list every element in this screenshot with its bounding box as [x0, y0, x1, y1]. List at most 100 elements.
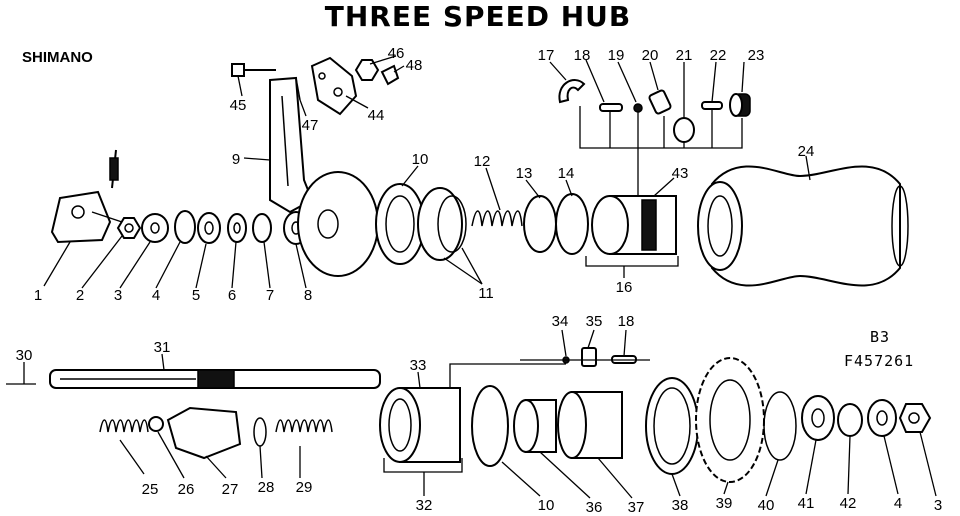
- part-ball-19: [633, 103, 643, 113]
- part-bell-crank: [50, 149, 123, 244]
- callout-label: 37: [628, 499, 645, 516]
- callout-label: 1: [34, 287, 42, 304]
- diagram-title: THREE SPEED HUB: [325, 0, 632, 33]
- part-driver-37: [557, 391, 623, 459]
- part-key-20: [648, 89, 672, 115]
- callout-label: 20: [642, 47, 659, 64]
- callout-label: 9: [232, 151, 240, 168]
- part-washer-42: [837, 403, 863, 437]
- callout-label: 25: [142, 481, 159, 498]
- part-cone-4: [174, 210, 196, 244]
- callout-label: 36: [586, 499, 603, 516]
- callout-label: 39: [716, 495, 733, 512]
- callout-label: 13: [516, 165, 533, 182]
- callout-label: 48: [406, 57, 423, 74]
- callout-label: 2: [76, 287, 84, 304]
- part-nut-46: [354, 59, 380, 81]
- part-clutch-27: [166, 406, 242, 460]
- brand-label: SHIMANO: [22, 49, 93, 66]
- part-snap-ring-40: [763, 391, 797, 461]
- callout-label: 33: [410, 357, 427, 374]
- callout-label: 45: [230, 97, 247, 114]
- callout-label: 3: [934, 497, 942, 514]
- callout-label: 19: [608, 47, 625, 64]
- callout-label: 38: [672, 497, 689, 514]
- callout-label: 16: [616, 279, 633, 296]
- part-spring-25: [99, 419, 149, 433]
- callout-labels: 1 2 3 4 5 6 7 8 9 10 11 12 13 14 16 17 1…: [16, 45, 943, 516]
- part-washer-6: [227, 213, 247, 243]
- callout-label: 32: [416, 497, 433, 514]
- callout-label: 10: [538, 497, 555, 514]
- callout-label: 29: [296, 479, 313, 496]
- callout-label: 23: [748, 47, 765, 64]
- callout-label: 5: [192, 287, 200, 304]
- callout-label: 27: [222, 481, 239, 498]
- part-number: F457261: [844, 352, 914, 370]
- part-shift-arm: [269, 76, 379, 277]
- callout-label: 41: [798, 495, 815, 512]
- part-clip-17: [558, 79, 586, 104]
- leader-lines: [23, 55, 937, 499]
- model-code: B3: [870, 328, 890, 346]
- callout-label: 10: [412, 151, 429, 168]
- part-clip-48: [380, 64, 400, 86]
- part-cage-13: [523, 195, 557, 253]
- part-sprocket-39: [695, 357, 765, 483]
- part-nut-lower-3: [898, 403, 932, 433]
- callout-label: 8: [304, 287, 312, 304]
- part-cone-41: [801, 395, 835, 441]
- callout-label: 47: [302, 117, 319, 134]
- part-pin-47: [295, 77, 301, 101]
- callout-label: 44: [368, 107, 385, 124]
- callout-label: 11: [478, 285, 494, 302]
- callout-label: 4: [894, 495, 902, 512]
- part-key-35: [581, 347, 597, 367]
- part-ball-ring-lower-10: [471, 385, 509, 467]
- callout-label: 14: [558, 165, 575, 182]
- part-cone-lower-4: [867, 399, 897, 437]
- part-cone-36: [513, 399, 557, 453]
- callout-label: 3: [114, 287, 122, 304]
- callout-label: 4: [152, 287, 160, 304]
- callout-label: 12: [474, 153, 491, 170]
- part-spring-29: [275, 419, 333, 433]
- callout-label: 6: [228, 287, 236, 304]
- part-washer-5: [197, 212, 221, 244]
- part-gear-14: [555, 193, 589, 255]
- part-ring-21: [673, 117, 695, 143]
- callout-label: 17: [538, 47, 555, 64]
- callout-label: 35: [586, 313, 603, 330]
- part-lock-nut: [116, 217, 142, 239]
- part-bracket-44: [310, 56, 358, 116]
- callout-label: 21: [676, 47, 693, 64]
- part-ring-gear-33: [379, 387, 461, 463]
- callout-label: 28: [258, 479, 275, 496]
- callout-label: 30: [16, 347, 33, 364]
- part-driver-43: [591, 195, 677, 255]
- callout-label: 24: [798, 143, 815, 160]
- callout-label: 42: [840, 495, 857, 512]
- callout-label: 43: [672, 165, 689, 182]
- part-hub-shell-24: [697, 165, 909, 287]
- part-bolt-45: [231, 63, 276, 77]
- part-washer-7: [252, 213, 272, 243]
- callout-label: 46: [388, 45, 405, 62]
- part-nut-23: [729, 93, 751, 117]
- part-spring-12: [471, 210, 523, 227]
- part-pin-18: [599, 103, 623, 112]
- callout-label: 34: [552, 313, 569, 330]
- callout-label: 22: [710, 47, 727, 64]
- part-washer-3: [141, 213, 169, 243]
- callout-label: 26: [178, 481, 195, 498]
- callout-label: 18: [618, 313, 635, 330]
- callout-label: 31: [154, 339, 171, 356]
- callout-label: 7: [266, 287, 274, 304]
- part-axle-31: [49, 369, 381, 389]
- part-ring-28: [253, 417, 267, 447]
- callout-label: 18: [574, 47, 591, 64]
- part-pin-22: [701, 101, 723, 110]
- part-ball-ring-10: [375, 183, 425, 265]
